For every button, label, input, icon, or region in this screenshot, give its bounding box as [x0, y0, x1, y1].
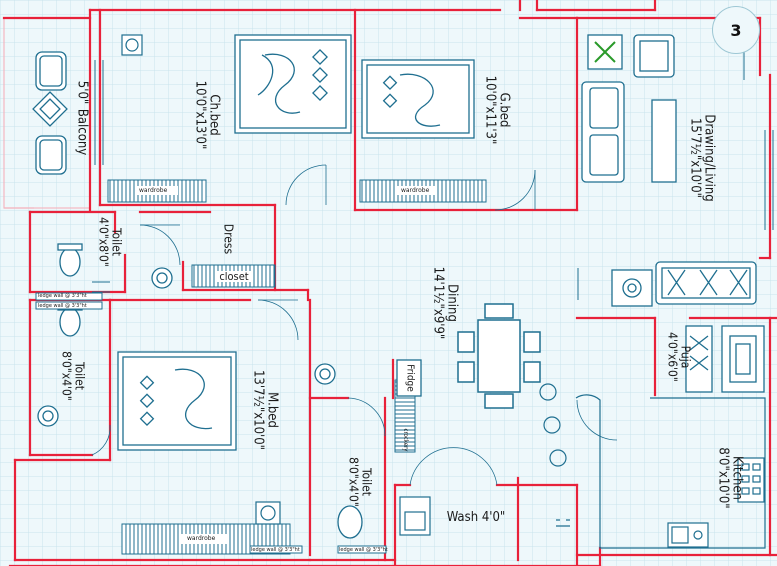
fridge-box: [396, 359, 422, 397]
wash-label: Wash 4'0": [446, 510, 506, 526]
toilet3-label: Toilet 8'0"x4'0": [347, 457, 374, 507]
g-bed-name: G.bed: [496, 92, 512, 128]
g-bed-bed: [361, 59, 475, 139]
puja-unit: [685, 325, 765, 393]
wardrobes: [107, 179, 487, 555]
kitchen-name: Kitchen: [729, 456, 745, 500]
drawing-furniture: [581, 34, 677, 183]
drawing-size: 15'7½"x10'0": [688, 117, 703, 199]
dining-size: 14'1½"x9'9": [431, 266, 446, 340]
ch-bed-size: 10'0"x13'0": [193, 80, 208, 150]
wardrobe-label-mbed: wardrobe: [187, 535, 216, 542]
ledge-label-4: ledge wall @ 3'3"ht: [251, 547, 300, 553]
toilet1-size: 4'0"x8'0": [97, 217, 111, 267]
puja-label: Puja 4'0"x6'0": [666, 332, 693, 382]
plant-icon: [594, 41, 616, 63]
ledge-label-1: ledge wall @ 3'3"ht: [38, 293, 87, 299]
dining-label: Dining 14'1½"x9'9": [431, 266, 460, 340]
ch-bed-side-table: [121, 34, 143, 56]
balcony-label: 5'0" Balcony: [74, 80, 92, 156]
ch-bed-bed: [234, 34, 352, 134]
toilet3-name: Toilet: [359, 467, 374, 497]
wardrobe-label-bg: [136, 186, 436, 544]
kitchen-size: 8'0"x10'0": [716, 447, 731, 509]
windows: [94, 40, 774, 300]
puja-size: 4'0"x6'0": [666, 332, 680, 382]
toilet1-name: Toilet: [109, 227, 124, 257]
m-bed-bed: [117, 351, 237, 451]
puja-name: Puja: [678, 345, 693, 369]
balcony-size: 5'0": [74, 80, 90, 105]
dining-table: [457, 303, 541, 409]
crockery-label: crockery: [402, 428, 410, 452]
m-bed-side-table: [255, 501, 281, 525]
fridge-label: Fridge: [404, 364, 416, 392]
wardrobe-label-gbed: wardrobe: [401, 187, 430, 194]
kitchen-label: Kitchen 8'0"x10'0": [716, 447, 745, 509]
wash-fixtures: [399, 496, 570, 536]
m-bed-name: M.bed: [264, 392, 280, 428]
ch-bed-name: Ch.bed: [206, 94, 222, 136]
tv-unit: [611, 261, 757, 307]
doors: [91, 164, 618, 486]
sheet-number-badge: 3: [712, 6, 760, 54]
g-bed-size: 10'0"x11'3": [483, 75, 498, 145]
dining-name: Dining: [444, 284, 460, 322]
toilet3-size: 8'0"x4'0": [347, 457, 361, 507]
ledge-label-2: ledge wall @ 3'3"ht: [38, 303, 87, 309]
closet-label: closet: [219, 270, 249, 284]
dress-name: Dress: [221, 223, 236, 255]
toilet2-label: Toilet 8'0"x4'0": [60, 351, 87, 401]
toilet2-name: Toilet: [72, 361, 87, 391]
ch-bed-label: Ch.bed 10'0"x13'0": [193, 80, 222, 150]
wardrobe-label-chbed: wardrobe: [139, 187, 168, 194]
ledge-label-3: ledge wall @ 3'3"ht: [339, 547, 388, 553]
dress-label: Dress: [221, 223, 236, 255]
shower-icon: [92, 281, 110, 293]
ledge-walls: [35, 292, 387, 554]
kitchen-counter: [539, 383, 766, 549]
drawing-name: Drawing/Living: [701, 114, 717, 202]
toilet1-label: Toilet 4'0"x8'0": [97, 217, 124, 267]
m-bed-size: 13'7½"x10'0": [251, 369, 266, 451]
g-bed-label: G.bed 10'0"x11'3": [483, 75, 512, 145]
drawing-label: Drawing/Living 15'7½"x10'0": [688, 114, 717, 202]
toilet2-size: 8'0"x4'0": [60, 351, 74, 401]
m-bed-label: M.bed 13'7½"x10'0": [251, 369, 280, 451]
balcony-chairs: [32, 51, 68, 175]
balcony-name: Balcony: [74, 108, 90, 156]
